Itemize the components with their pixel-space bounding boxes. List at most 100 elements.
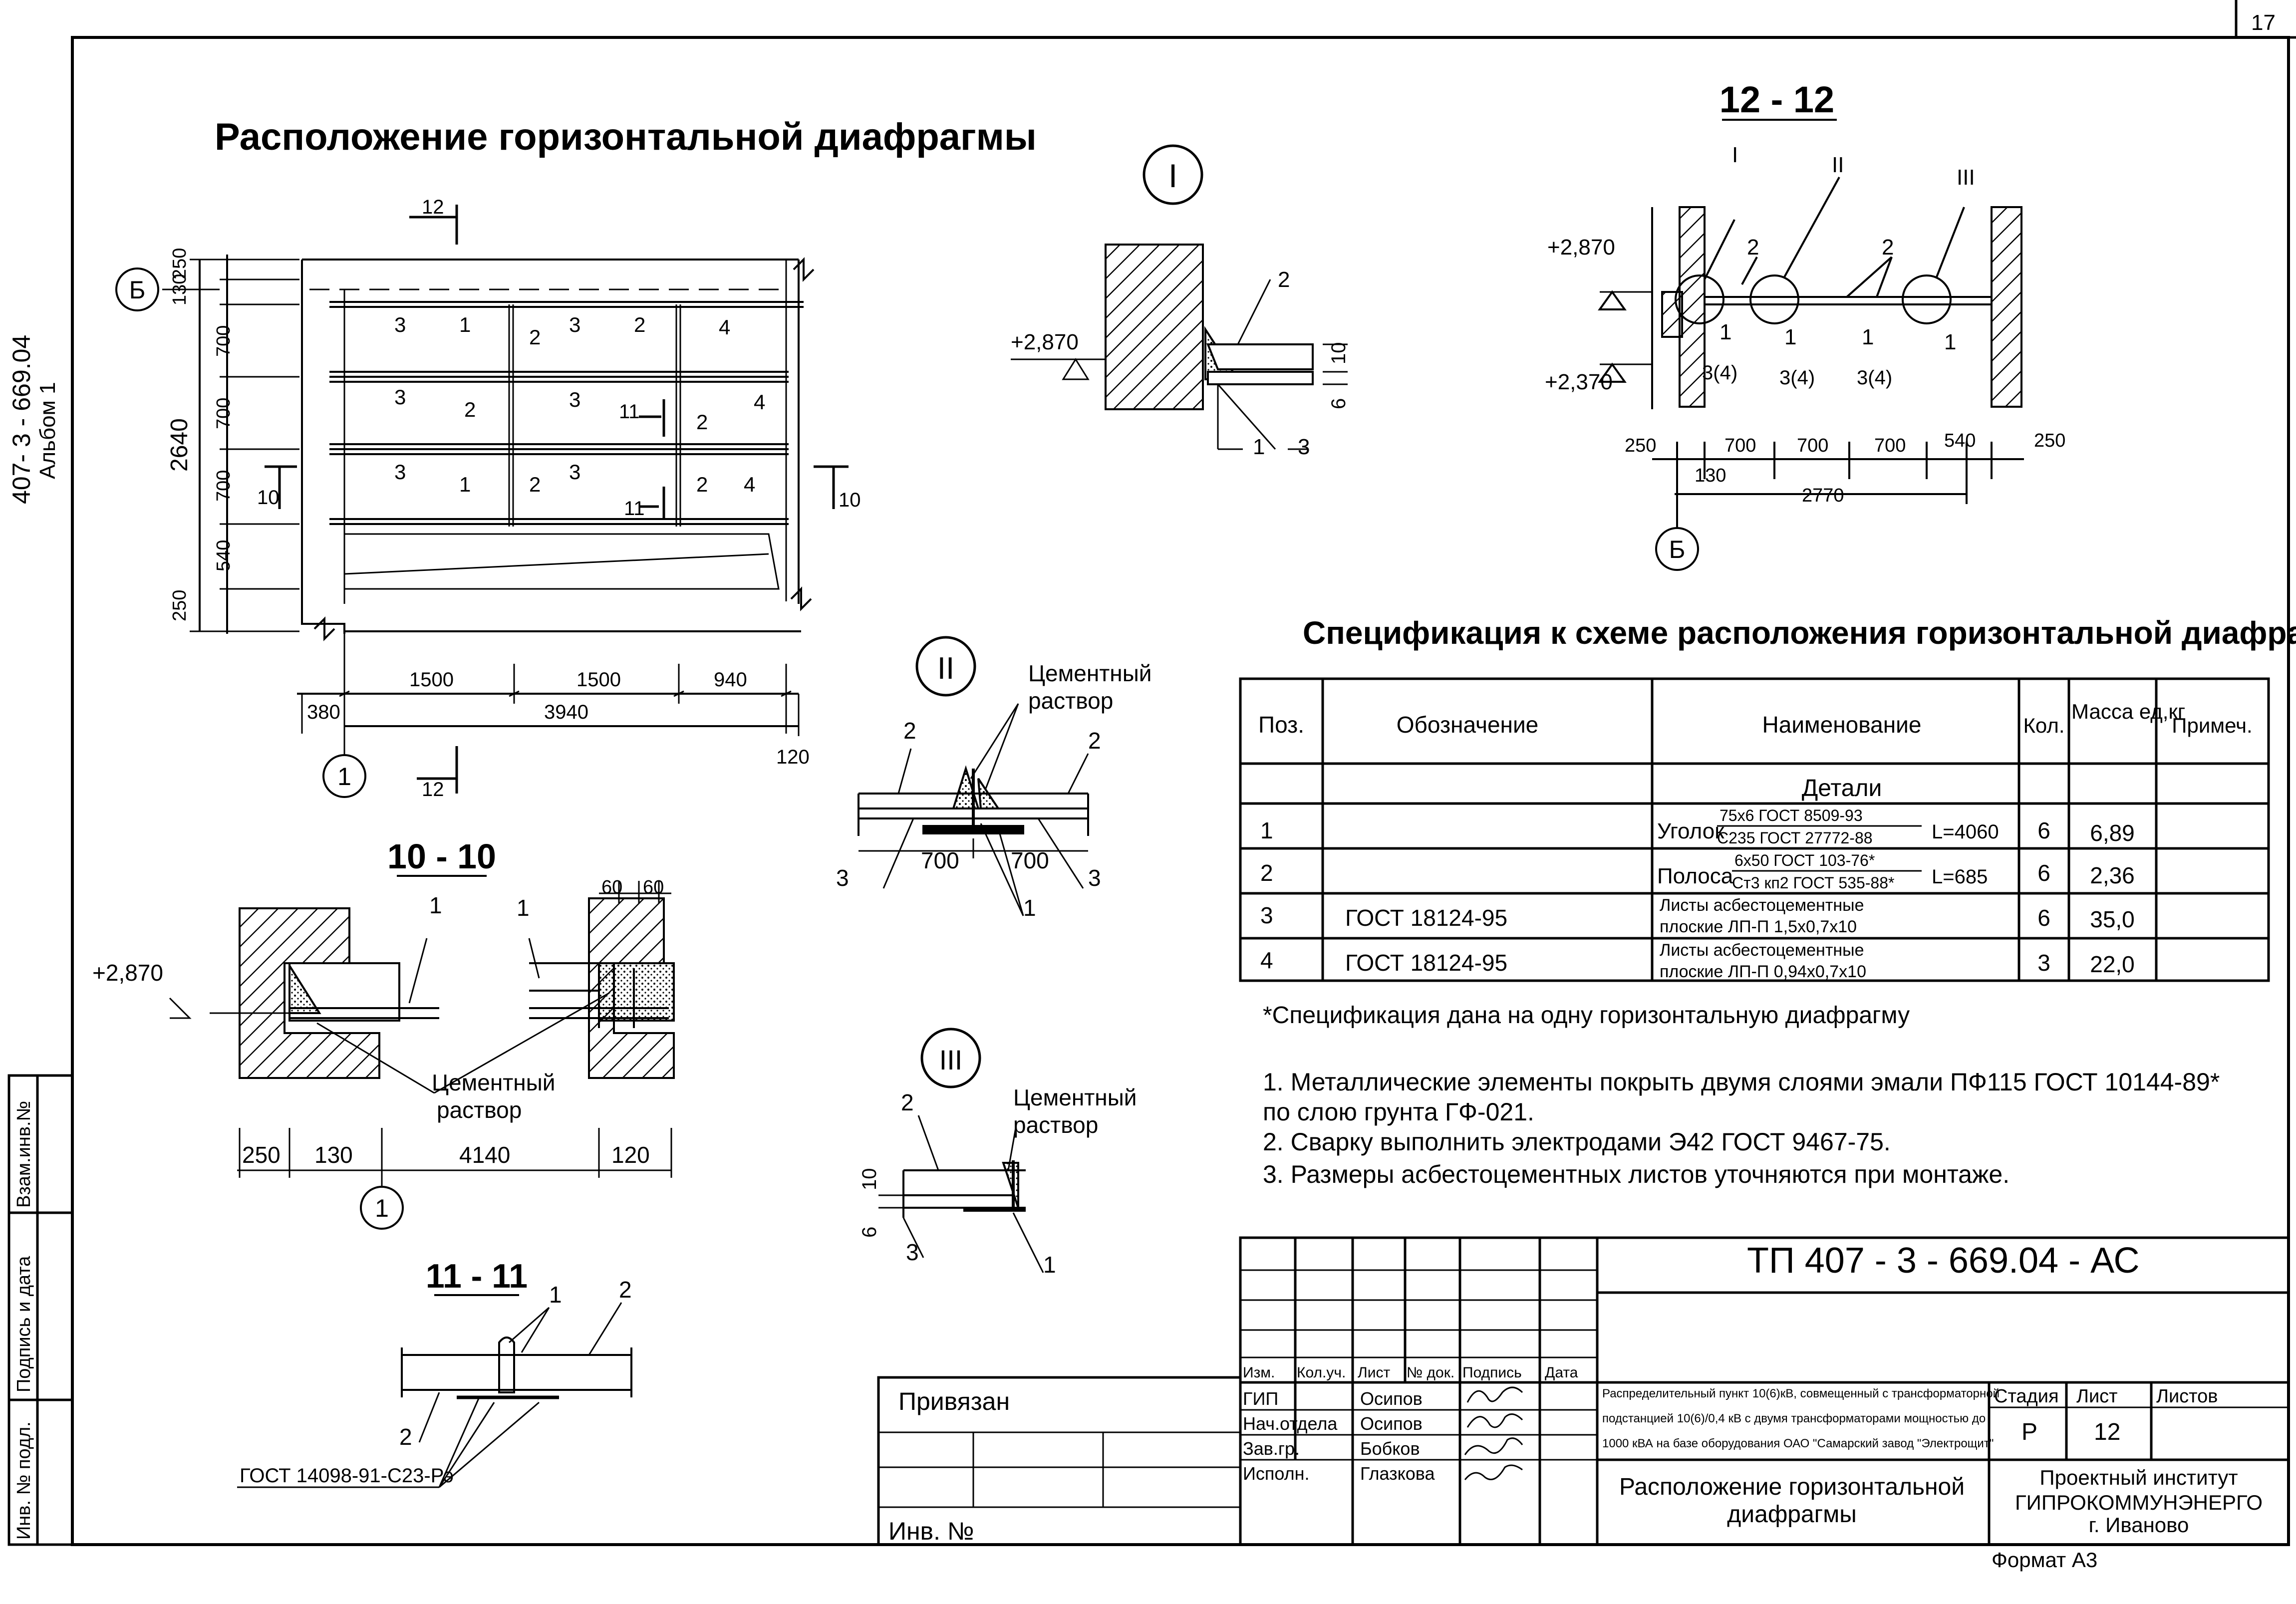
stamp-signatures — [1464, 1386, 1523, 1480]
node-i-bubble — [1143, 144, 1203, 205]
svg-text:2: 2 — [1278, 267, 1290, 292]
svg-text:Полоса: Полоса — [1657, 864, 1733, 888]
svg-text:III: III — [1957, 165, 1975, 190]
svg-text:+2,870: +2,870 — [1011, 330, 1079, 354]
svg-text:2: 2 — [903, 718, 916, 744]
node-ii-title: II — [937, 651, 954, 686]
svg-text:Р: Р — [2021, 1419, 2037, 1445]
svg-text:12: 12 — [422, 196, 444, 218]
svg-text:6: 6 — [2037, 905, 2050, 931]
svg-text:10: 10 — [839, 489, 861, 511]
stamp-stage: Стадия Лист Листов Р 12 — [1994, 1386, 2218, 1445]
section-12-labels: I II III +2,870 +2,370 2 2 1 1 1 1 3(4) … — [1545, 143, 1975, 394]
svg-text:1: 1 — [1720, 320, 1731, 344]
svg-text:250: 250 — [2034, 430, 2065, 451]
svg-text:диафрагмы: диафрагмы — [1727, 1501, 1856, 1528]
plan-cut-labels: 12 12 10 10 11 11 — [257, 196, 861, 801]
svg-text:250: 250 — [169, 590, 190, 621]
svg-text:700: 700 — [1797, 435, 1828, 456]
svg-text:6,89: 6,89 — [2090, 820, 2135, 846]
svg-text:Листов: Листов — [2156, 1386, 2218, 1407]
svg-text:Обозначение: Обозначение — [1397, 712, 1539, 738]
title-block-grid — [877, 1236, 2290, 1546]
svg-text:Уголок: Уголок — [1657, 819, 1724, 843]
svg-text:Лист: Лист — [1358, 1364, 1390, 1381]
main-title: Расположение горизонтальной диафрагмы — [215, 116, 1037, 158]
svg-text:4: 4 — [719, 315, 730, 339]
svg-text:Расположение горизонтальной: Расположение горизонтальной — [1619, 1474, 1965, 1500]
svg-text:плоские ЛП-П 1,5x0,7x10: плоские ЛП-П 1,5x0,7x10 — [1660, 917, 1857, 936]
svg-text:Цементный: Цементный — [432, 1069, 555, 1095]
sheet-number: 17 — [2251, 10, 2276, 35]
svg-text:Цементный: Цементный — [1013, 1084, 1137, 1110]
section-10-axis-label: 1 — [375, 1194, 389, 1222]
svg-text:380: 380 — [307, 701, 340, 723]
svg-text:1: 1 — [1260, 817, 1273, 843]
svg-text:3(4): 3(4) — [1779, 367, 1815, 389]
svg-text:700: 700 — [213, 470, 234, 502]
section-11-drawing — [237, 1302, 632, 1488]
side-stamp — [7, 1074, 74, 1546]
svg-text:130: 130 — [169, 274, 190, 305]
svg-text:ГИПРОКОММУНЭНЕРГО: ГИПРОКОММУНЭНЕРГО — [2015, 1491, 2263, 1514]
stamp-code: ТП 407 - 3 - 669.04 - АС — [1747, 1241, 2140, 1281]
svg-text:2,36: 2,36 — [2090, 862, 2135, 888]
plan-bottom-dims: 1500 1500 940 380 3940 120 — [307, 669, 810, 768]
svg-text:2770: 2770 — [1802, 485, 1844, 506]
node-iii-labels: Цементный раствор 2 10 6 3 1 — [859, 1084, 1137, 1278]
svg-text:плоские ЛП-П 0,94x0,7x10: плоские ЛП-П 0,94x0,7x10 — [1660, 962, 1866, 981]
svg-text:Глазкова: Глазкова — [1360, 1463, 1435, 1484]
svg-text:1500: 1500 — [409, 669, 454, 691]
spec-row-3: 3 ГОСТ 18124-95 Листы асбестоцементные п… — [1260, 896, 2135, 936]
svg-text:3: 3 — [569, 388, 580, 411]
svg-text:6: 6 — [859, 1227, 880, 1238]
svg-text:4: 4 — [754, 390, 765, 414]
svg-text:1: 1 — [549, 1282, 562, 1308]
spec-title: Спецификация к схеме расположения горизо… — [1303, 615, 2296, 651]
stamp-header-cols: Изм. Кол.уч. Лист № док. Подпись Дата — [1243, 1364, 1578, 1381]
side-code: 407- 3 - 669.04 Альбом 1 — [7, 335, 60, 504]
svg-text:1: 1 — [1784, 325, 1796, 349]
svg-text:4140: 4140 — [459, 1142, 510, 1168]
svg-text:L=4060: L=4060 — [1932, 821, 1999, 843]
svg-text:+2,870: +2,870 — [1547, 235, 1615, 260]
svg-text:60: 60 — [601, 877, 622, 898]
svg-text:12: 12 — [2094, 1419, 2120, 1445]
node-ii-drawing — [858, 703, 1089, 916]
svg-text:Ст3 кп2 ГОСТ 535-88*: Ст3 кп2 ГОСТ 535-88* — [1732, 874, 1894, 892]
section-10-title: 10 - 10 — [387, 837, 496, 876]
svg-text:6: 6 — [2037, 817, 2050, 843]
svg-text:2: 2 — [399, 1424, 412, 1450]
svg-text:1: 1 — [459, 313, 471, 336]
svg-text:6: 6 — [2037, 860, 2050, 886]
svg-text:540: 540 — [213, 540, 234, 571]
svg-text:22,0: 22,0 — [2090, 951, 2135, 977]
svg-text:II: II — [1832, 153, 1844, 177]
svg-text:120: 120 — [611, 1142, 650, 1168]
svg-text:11: 11 — [619, 401, 640, 423]
svg-text:1500: 1500 — [576, 669, 621, 691]
side-stamp-labels: Взам.инв.№ Подпись и дата Инв. № подл. — [13, 1101, 34, 1540]
svg-text:1: 1 — [1043, 1252, 1056, 1278]
stamp-organization: Проектный институт ГИПРОКОММУНЭНЕРГО г. … — [2015, 1466, 2263, 1537]
svg-text:2: 2 — [529, 473, 541, 496]
svg-text:раствор: раствор — [1013, 1112, 1098, 1138]
svg-text:Проектный институт: Проектный институт — [2039, 1466, 2238, 1489]
svg-text:I: I — [1732, 143, 1738, 167]
svg-text:ГОСТ 18124-95: ГОСТ 18124-95 — [1345, 950, 1507, 976]
section-12-axis-bubble — [1655, 527, 1699, 571]
svg-text:по слою грунта ГФ-021.: по слою грунта ГФ-021. — [1263, 1098, 1534, 1126]
svg-text:Цементный: Цементный — [1028, 660, 1151, 686]
node-iii-title: III — [939, 1044, 963, 1075]
svg-text:2: 2 — [634, 313, 645, 336]
svg-text:Исполн.: Исполн. — [1243, 1463, 1310, 1484]
svg-text:Примеч.: Примеч. — [2172, 714, 2252, 737]
svg-text:250: 250 — [242, 1142, 281, 1168]
svg-text:700: 700 — [921, 847, 959, 873]
svg-text:раствор: раствор — [1028, 688, 1113, 714]
svg-text:4: 4 — [1260, 947, 1273, 973]
svg-text:Бобков: Бобков — [1360, 1438, 1420, 1459]
node-iii-drawing — [878, 1115, 1044, 1273]
privyazan-label: Привязан — [898, 1387, 1010, 1415]
axis-b-bubble — [115, 267, 159, 311]
